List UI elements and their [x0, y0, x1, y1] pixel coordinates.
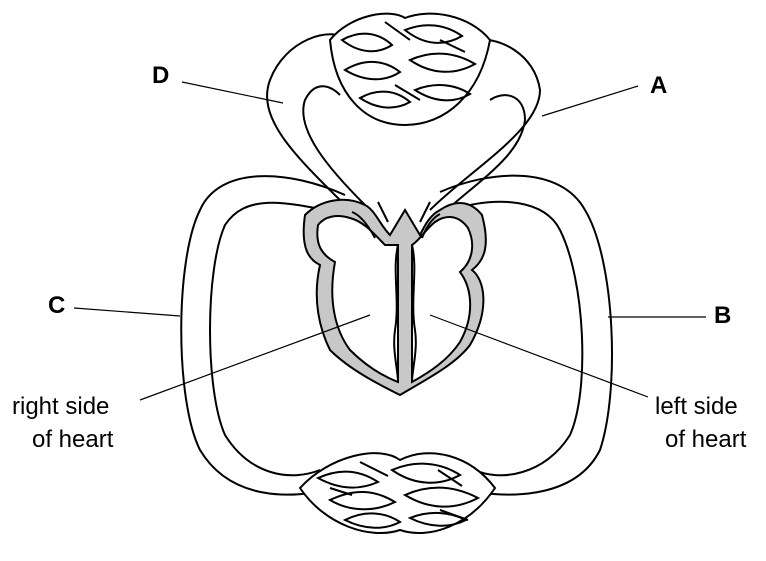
heart [304, 200, 486, 395]
leader-line-a [542, 86, 638, 116]
label-right-side-line2: of heart [32, 425, 113, 455]
label-d: D [152, 61, 169, 91]
leader-line-c [74, 308, 180, 316]
lung-capillary-bed [330, 14, 490, 125]
label-a: A [650, 71, 667, 101]
left-ventricle-chamber [412, 217, 472, 382]
leader-line-right-side [140, 315, 370, 400]
label-b: B [714, 301, 731, 331]
label-left-side-line2: of heart [665, 425, 746, 455]
label-right-side-line1: right side [12, 392, 109, 422]
label-left-side-line1: left side [655, 392, 738, 422]
body-capillary-bed [300, 453, 495, 533]
leader-line-left-side [430, 315, 648, 397]
label-c: C [48, 291, 65, 321]
